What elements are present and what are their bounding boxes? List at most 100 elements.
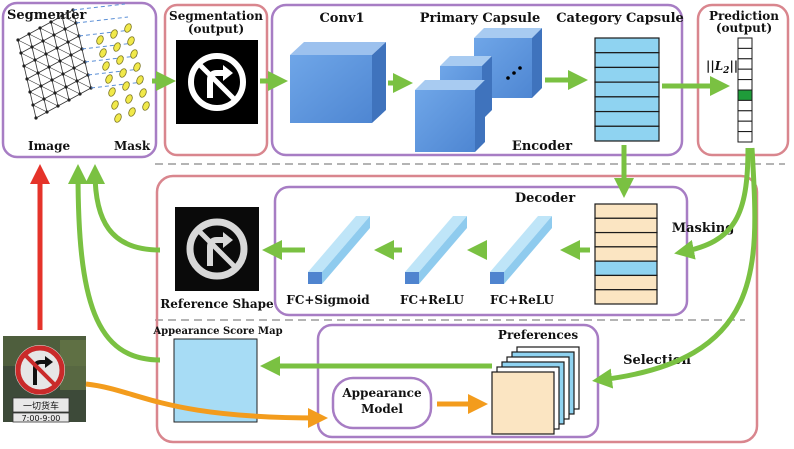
mask-dot bbox=[127, 36, 135, 46]
mask-dot bbox=[136, 75, 144, 85]
lattice-edge bbox=[23, 65, 39, 74]
image-lattice bbox=[16, 3, 144, 120]
lattice-node bbox=[49, 20, 53, 24]
arrow-score-map-to-image bbox=[68, 164, 161, 363]
lattice-edge bbox=[20, 46, 33, 54]
mask-dots bbox=[96, 23, 150, 123]
fc-relu-layer-1 bbox=[405, 216, 467, 284]
segmentation-label: Segmentation bbox=[169, 9, 263, 23]
lattice-node bbox=[28, 90, 32, 94]
lattice-edge bbox=[42, 34, 55, 42]
lattice-node bbox=[42, 97, 46, 101]
mask-dot bbox=[142, 101, 150, 111]
lattice-edge bbox=[75, 22, 80, 37]
lattice-edge bbox=[48, 66, 53, 81]
lattice-node bbox=[36, 71, 40, 75]
prediction-cell bbox=[737, 89, 753, 101]
lattice-edge bbox=[56, 47, 61, 62]
lattice-edge bbox=[59, 60, 64, 75]
lattice-edge bbox=[17, 33, 30, 41]
appearance-model-label-1: Appearance bbox=[341, 386, 422, 400]
arrow-prediction-to-selection bbox=[592, 147, 758, 389]
lattice-node bbox=[27, 32, 31, 36]
lattice-edge bbox=[17, 39, 33, 48]
lattice-edge bbox=[34, 59, 50, 68]
lattice-node bbox=[39, 84, 43, 88]
lattice-node bbox=[33, 58, 37, 62]
category-capsule-bar bbox=[594, 37, 660, 54]
lattice-edge bbox=[34, 53, 47, 61]
lattice-edge bbox=[62, 73, 67, 88]
lattice-edge bbox=[54, 92, 70, 101]
lattice-edge bbox=[78, 35, 83, 50]
lattice-edge bbox=[50, 15, 63, 23]
arrow-photo-to-appearance-model bbox=[85, 381, 328, 428]
mask-dot bbox=[113, 42, 121, 52]
category-capsule-stack bbox=[594, 37, 660, 142]
category-capsule-bar bbox=[594, 110, 660, 127]
mask-dot bbox=[111, 100, 119, 110]
photo-sign-time: 7:00-9:00 bbox=[22, 414, 61, 423]
lattice-edge bbox=[35, 111, 48, 119]
lattice-edge bbox=[84, 61, 89, 76]
appearance-model-box bbox=[331, 376, 433, 430]
lattice-node bbox=[19, 51, 23, 55]
category-capsule-bar bbox=[594, 66, 660, 83]
lattice-edge bbox=[64, 28, 69, 43]
decoder-capsule-bar bbox=[594, 231, 658, 248]
masking-label: Masking bbox=[672, 221, 735, 236]
lattice-edge bbox=[59, 54, 72, 62]
lattice-edge bbox=[29, 85, 42, 93]
lattice-edge bbox=[73, 61, 86, 69]
lattice-edge bbox=[39, 21, 52, 29]
lattice-edge bbox=[76, 80, 81, 95]
lattice-edge bbox=[28, 33, 33, 48]
mask-label: Mask bbox=[114, 139, 151, 153]
lattice-edge bbox=[57, 99, 70, 107]
category-capsule-bar bbox=[594, 81, 660, 98]
reconstruction-outer-panel bbox=[155, 174, 759, 444]
mask-dot bbox=[96, 35, 104, 45]
lattice-node bbox=[60, 14, 64, 18]
prediction-cell bbox=[737, 58, 753, 70]
lattice-node bbox=[41, 39, 45, 43]
lattice-node bbox=[66, 40, 70, 44]
lattice-node bbox=[47, 65, 51, 69]
primary-capsule-block-front bbox=[415, 80, 485, 152]
mask-dot bbox=[133, 62, 141, 72]
fc-relu-label-1: FC+ReLU bbox=[400, 293, 465, 307]
image-label: Image bbox=[28, 139, 70, 153]
lattice-node bbox=[64, 85, 68, 89]
mask-dot bbox=[99, 48, 107, 58]
lattice-edge bbox=[31, 46, 47, 55]
lattice-node bbox=[58, 59, 62, 63]
lattice-edge bbox=[32, 104, 37, 119]
lattice-edge bbox=[53, 28, 66, 36]
mask-dot bbox=[124, 23, 132, 33]
mask-dot bbox=[122, 81, 130, 91]
lattice-edge bbox=[50, 21, 55, 36]
lattice-edge bbox=[26, 72, 39, 80]
decoder-capsule-bar bbox=[594, 260, 658, 277]
prediction-cell bbox=[737, 120, 753, 133]
category-capsule-bar bbox=[594, 125, 660, 142]
lattice-edge bbox=[48, 60, 61, 68]
norm-label: ||L2|| bbox=[706, 59, 738, 76]
lattice-edge bbox=[51, 73, 64, 81]
lattice-node bbox=[67, 98, 71, 102]
lattice-edge bbox=[64, 22, 77, 30]
lattice-edge bbox=[34, 59, 39, 74]
lattice-edge bbox=[51, 79, 56, 94]
prediction-vector bbox=[737, 37, 753, 143]
lattice-node bbox=[30, 45, 34, 49]
lattice-edge bbox=[53, 34, 69, 43]
ellipsis-dots bbox=[506, 66, 522, 80]
lattice-node bbox=[53, 91, 57, 95]
lattice-edge bbox=[61, 9, 74, 17]
lattice-edge bbox=[20, 52, 36, 61]
mask-dot bbox=[130, 49, 138, 59]
lattice-edge bbox=[65, 86, 70, 101]
lattice-edge bbox=[43, 92, 56, 100]
decoder-capsule-bar bbox=[594, 246, 658, 262]
lattice-edge bbox=[73, 67, 78, 82]
